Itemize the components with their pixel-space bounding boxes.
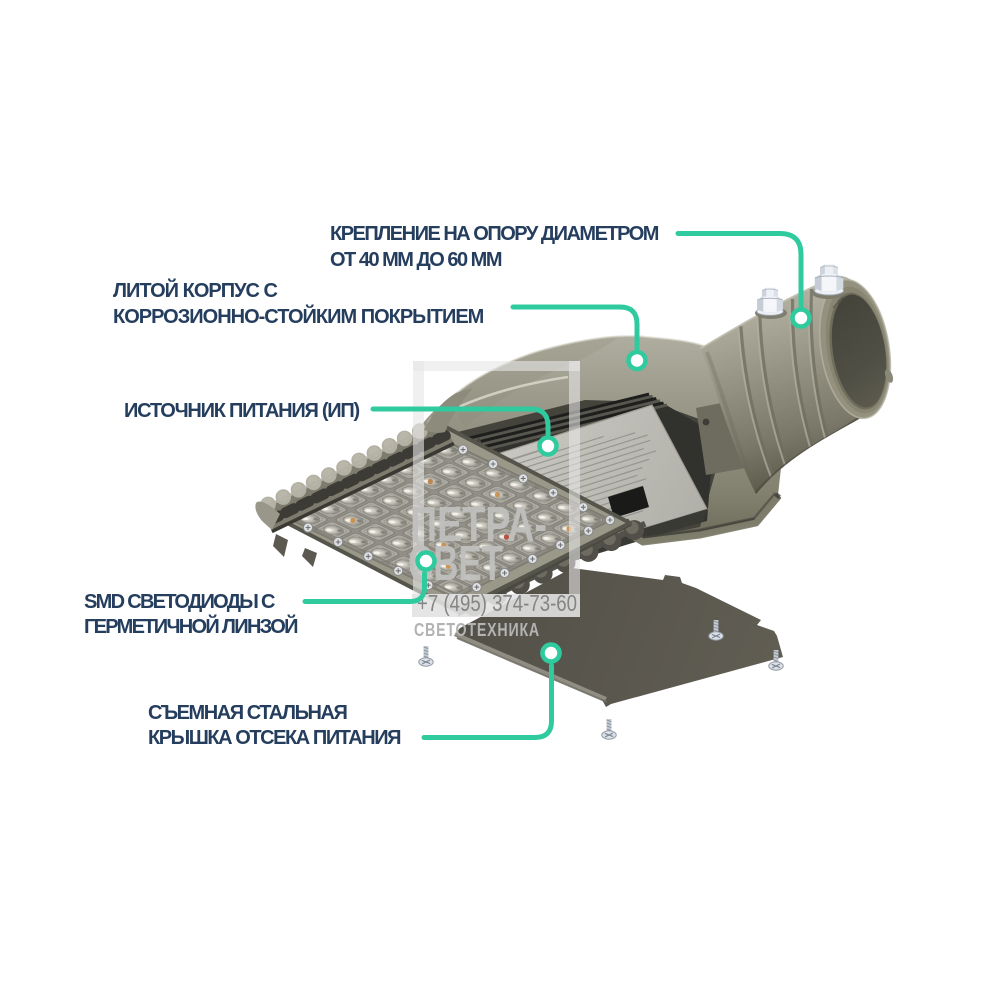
- svg-text:+7 (495) 374-73-60: +7 (495) 374-73-60: [417, 590, 577, 616]
- svg-text:СВЕТОТЕХНИКА: СВЕТОТЕХНИКА: [414, 620, 540, 640]
- svg-text:ПЕТРА-: ПЕТРА-: [410, 498, 547, 552]
